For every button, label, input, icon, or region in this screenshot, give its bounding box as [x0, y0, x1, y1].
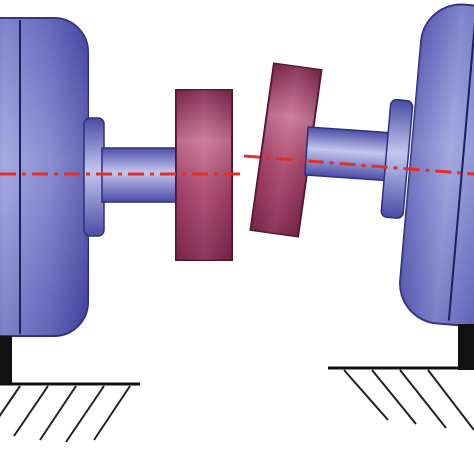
coupling-hub-icon: [249, 62, 323, 238]
ground-hatch-icon: [343, 369, 474, 431]
ground-hatch-icon: [0, 385, 131, 443]
left-shaft-flange: [83, 117, 105, 237]
right-foundation: [328, 324, 474, 431]
left-foundation: [0, 336, 140, 443]
motor-housing-icon: [0, 17, 89, 337]
driven-machine-icon: [399, 3, 474, 328]
left-machine: [0, 17, 179, 443]
right-shaft: [304, 126, 397, 182]
centerline-right: [243, 154, 474, 176]
right-machine: [304, 3, 474, 431]
right-coupling-hub: [249, 62, 323, 238]
right-shaft-flange: [380, 98, 414, 219]
